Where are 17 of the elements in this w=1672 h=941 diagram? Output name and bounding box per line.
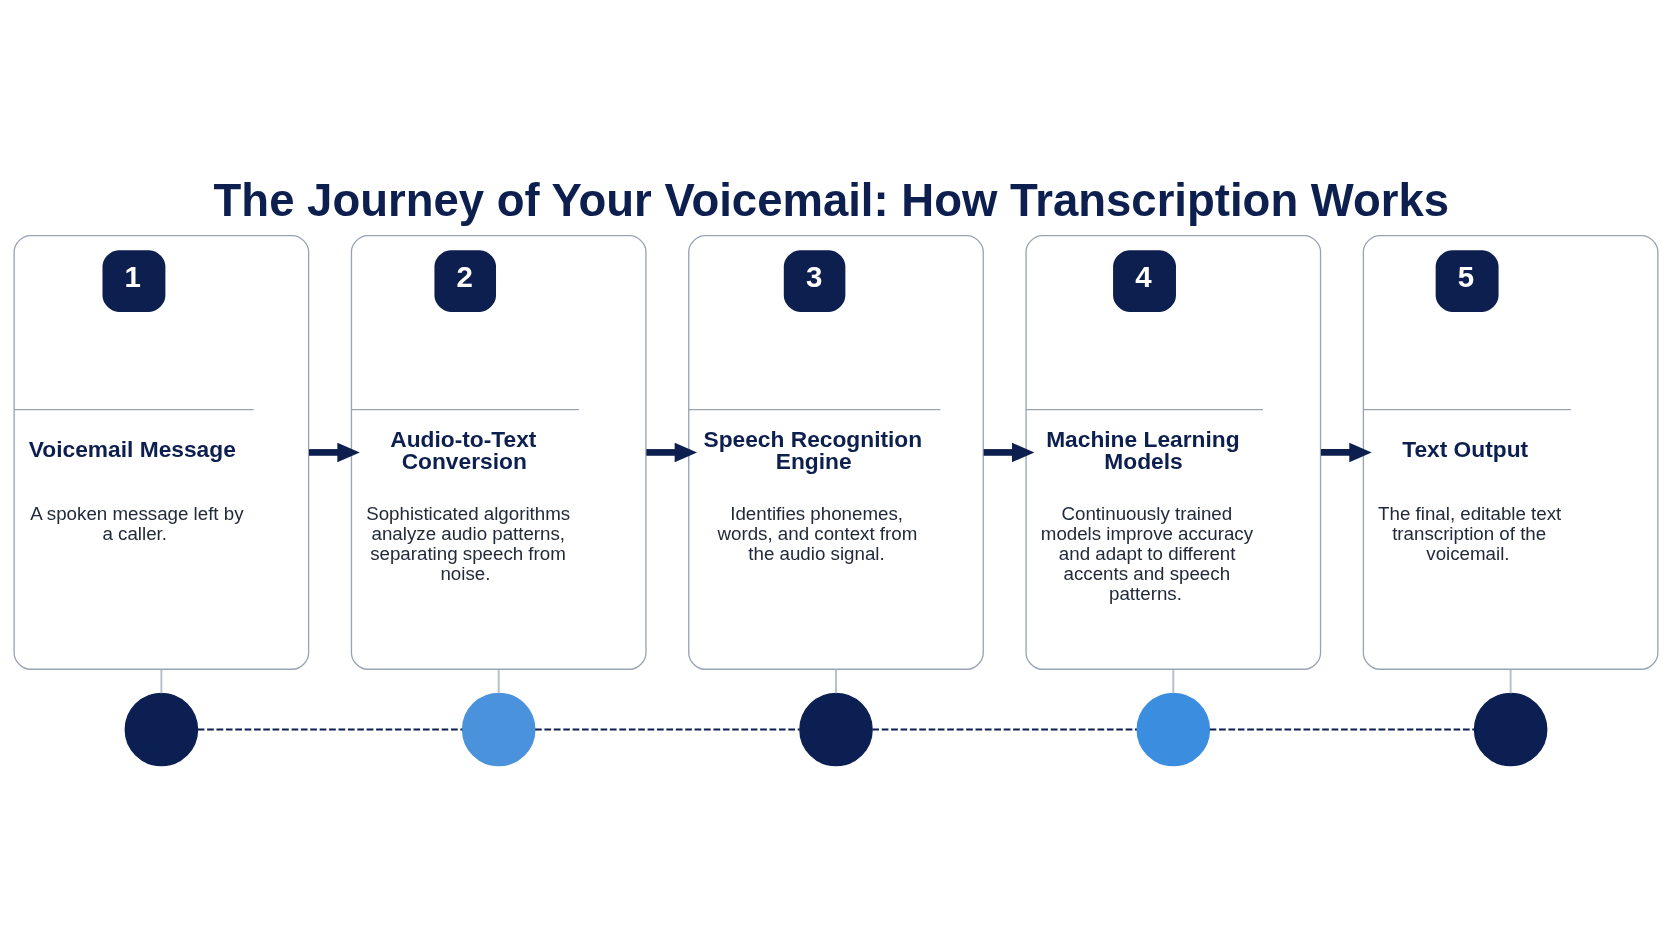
connector: [1509, 669, 1512, 694]
connector: [535, 728, 800, 731]
connector: [1172, 669, 1175, 694]
node-circle: [124, 692, 199, 767]
node-circle: [799, 692, 873, 767]
arrow: [983, 442, 1035, 463]
node-circle: [1136, 692, 1211, 767]
node-circle: [1473, 692, 1548, 767]
arrow: [1320, 442, 1372, 463]
connector: [835, 669, 837, 694]
connector: [872, 728, 1137, 731]
node-circle: [461, 692, 536, 767]
diagram-title: The Journey of Your Voicemail: How Transcription Works: [213, 174, 1450, 226]
connector: [497, 669, 500, 694]
connector: [1209, 728, 1475, 731]
connector: [160, 669, 163, 694]
connector: [197, 728, 463, 731]
